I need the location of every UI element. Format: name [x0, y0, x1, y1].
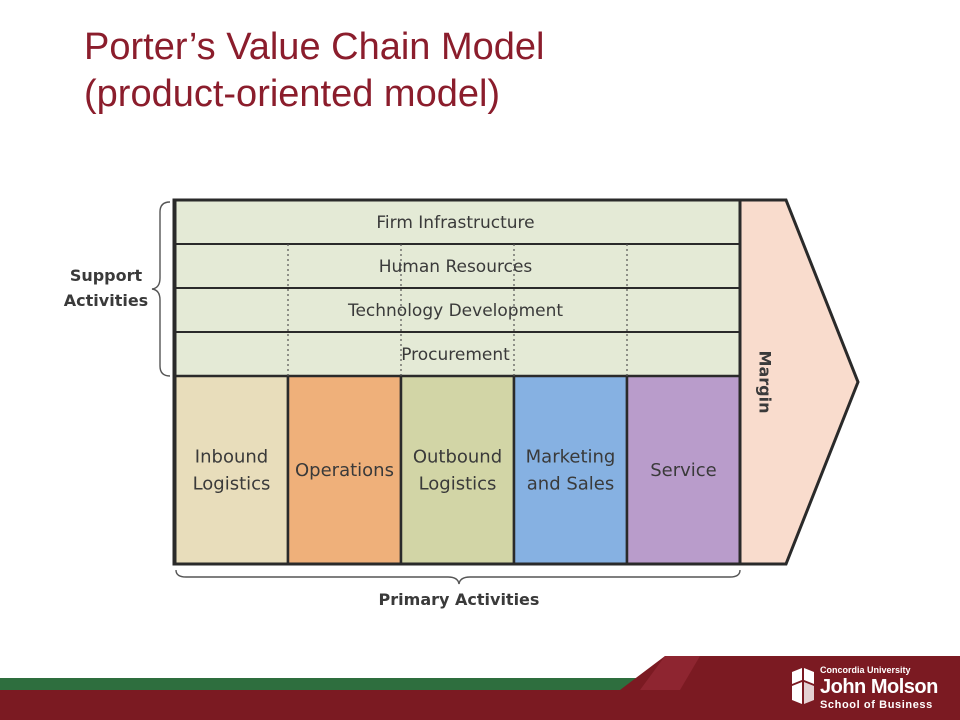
margin-label: Margin — [756, 351, 775, 414]
support-activity-label: Firm Infrastructure — [376, 213, 534, 233]
slide-title-line-1: Porter’s Value Chain Model — [84, 26, 545, 68]
primary-activity-label: Operations — [295, 460, 394, 481]
primary-brace — [175, 569, 741, 585]
support-label-line-2: Activities — [64, 291, 148, 310]
primary-activity-cell — [625, 374, 742, 566]
primary-label: Primary Activities — [379, 590, 540, 609]
primary-activity-label: Logistics — [193, 474, 271, 495]
support-label-line-1: Support — [70, 266, 143, 285]
primary-activity-label: and Sales — [527, 474, 615, 495]
primary-activity-label: Inbound — [195, 447, 268, 468]
university-logo: Concordia University John Molson School … — [790, 662, 950, 714]
logo-mark-icon — [792, 668, 814, 704]
primary-activity-cell — [173, 374, 290, 566]
primary-activity-cell — [512, 374, 629, 566]
support-activity-label: Technology Development — [347, 301, 563, 321]
primary-activity-label: Outbound — [413, 447, 502, 468]
support-activity-label: Procurement — [401, 345, 510, 365]
primary-activity-label: Marketing — [526, 447, 616, 468]
logo-school: School of Business — [820, 699, 933, 711]
primary-activity-label: Logistics — [419, 474, 497, 495]
slide-title: Porter’s Value Chain Model (product-orie… — [84, 24, 904, 118]
logo-name: John Molson — [820, 676, 938, 698]
slide-title-line-2: (product-oriented model) — [84, 73, 501, 115]
logo-university: Concordia University — [820, 665, 911, 675]
support-activity-label: Human Resources — [379, 257, 533, 277]
primary-activity-cell — [399, 374, 516, 566]
primary-activity-label: Service — [650, 460, 717, 481]
support-brace — [151, 201, 171, 377]
activities-frame — [173, 198, 742, 566]
support-dividers — [287, 244, 628, 376]
